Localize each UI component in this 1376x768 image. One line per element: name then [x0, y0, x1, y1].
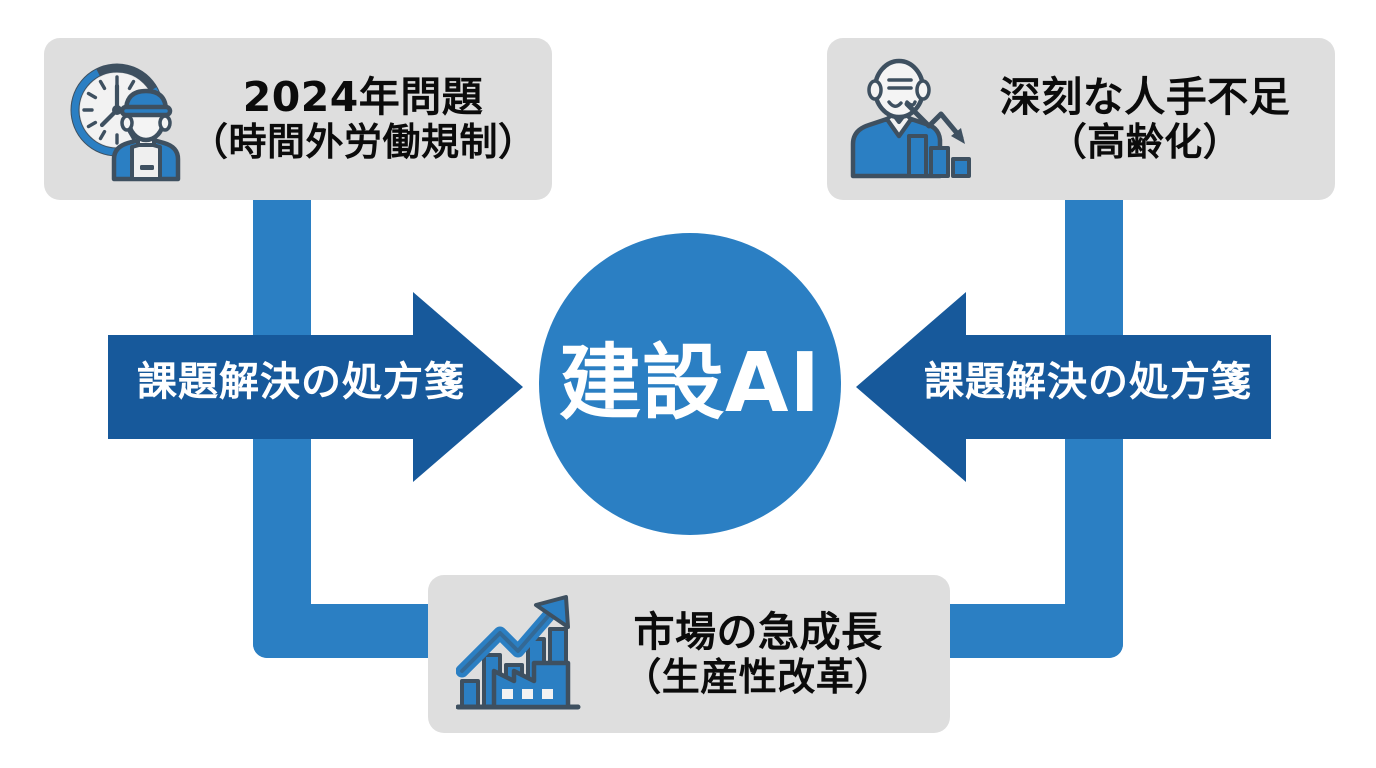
info-box-labor-shortage-text: 深刻な人手不足 （高齢化） — [971, 72, 1319, 164]
info-box-line2: （生産性改革） — [623, 654, 893, 699]
center-node-kensetsu-ai: 建設AI — [539, 233, 841, 535]
info-box-line1: 深刻な人手不足 — [999, 72, 1291, 121]
arrow-left-caption: 課題解決の処方箋 — [137, 359, 465, 405]
info-box-market-growth-text: 市場の急成長 （生産性改革） — [582, 607, 934, 699]
arrow-right-caption: 課題解決の処方箋 — [924, 359, 1252, 405]
elderly-person-declining-chart-icon — [845, 56, 971, 182]
center-node-label: 建設AI — [559, 336, 821, 431]
arrow-left-to-center — [108, 292, 523, 482]
clock-worker-icon — [62, 55, 190, 183]
arrow-right-shape — [108, 292, 523, 482]
info-box-line2: （時間外労働規制） — [190, 119, 537, 164]
arrow-right-to-center — [856, 292, 1271, 482]
info-box-labor-shortage: 深刻な人手不足 （高齢化） — [827, 38, 1335, 200]
arrow-left-shape — [856, 292, 1271, 482]
connector-left-horizontal — [253, 604, 443, 658]
info-box-line2: （高齢化） — [1048, 119, 1242, 164]
info-box-line1: 市場の急成長 — [633, 607, 883, 656]
connector-right-horizontal — [935, 604, 1123, 658]
info-box-line1: 2024年問題 — [242, 72, 484, 121]
info-box-2024-problem-text: 2024年問題 （時間外労働規制） — [190, 72, 537, 164]
growth-arrow-factory-icon — [456, 593, 582, 715]
info-box-market-growth: 市場の急成長 （生産性改革） — [428, 575, 950, 733]
info-box-2024-problem: 2024年問題 （時間外労働規制） — [44, 38, 552, 200]
